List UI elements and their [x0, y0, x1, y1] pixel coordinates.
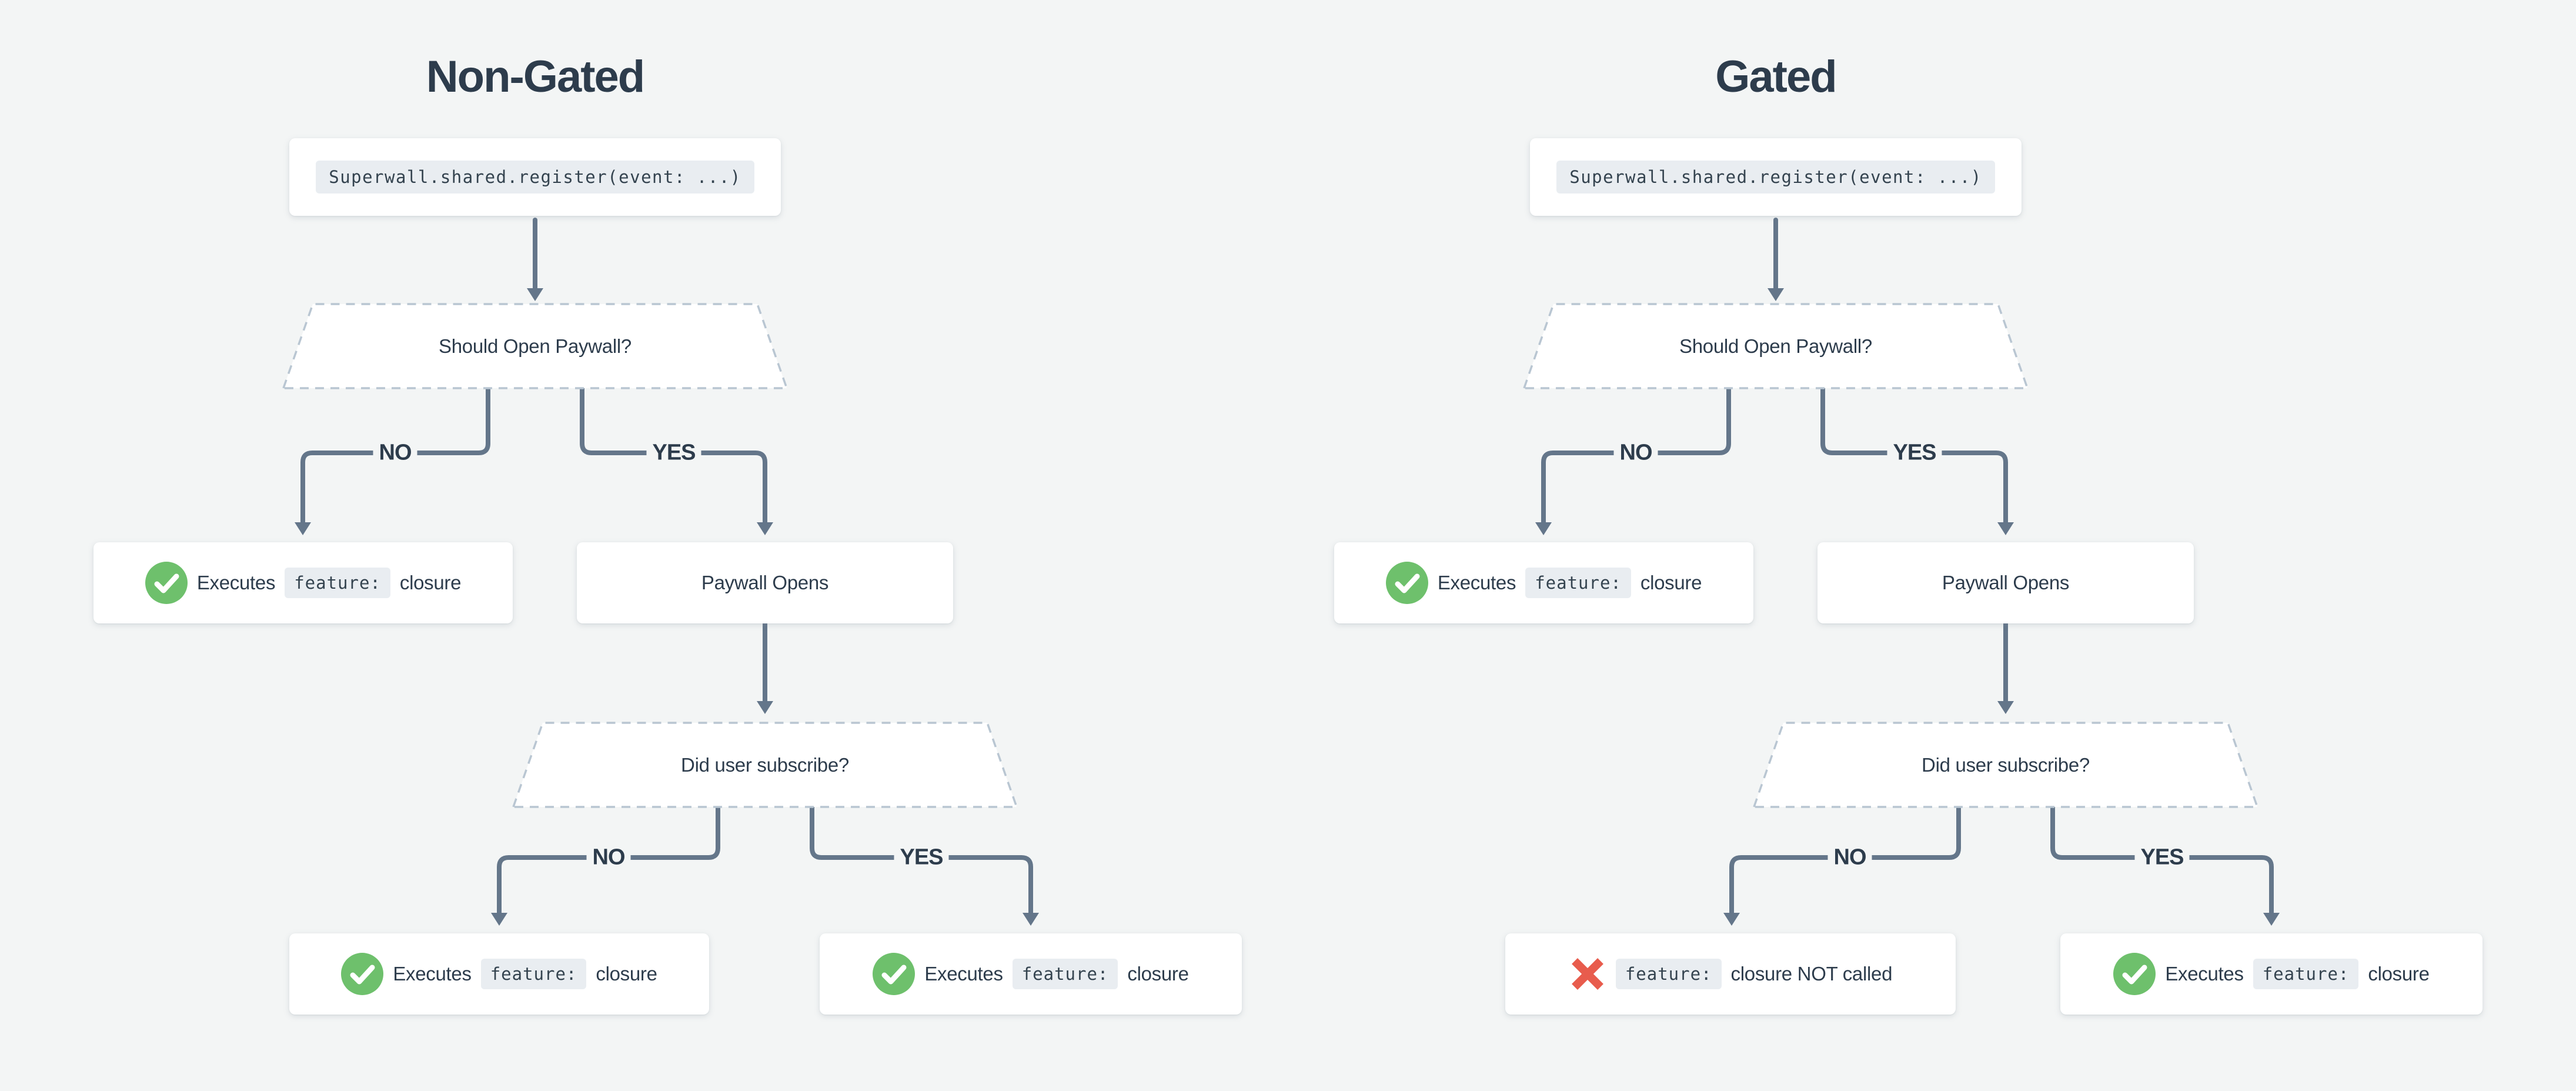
node-text-prefix: Executes — [924, 963, 1003, 985]
node-register-event: Superwall.shared.register(event: ...) — [289, 138, 781, 216]
diagram-title-gated: Gated — [1715, 52, 1837, 102]
diagram-title-non-gated: Non-Gated — [426, 52, 645, 102]
feature-code-chip: feature: — [480, 959, 587, 989]
register-code-snippet: Superwall.shared.register(event: ...) — [316, 161, 754, 193]
arrowhead-icon — [1997, 522, 2014, 535]
node-paywall-opens: Paywall Opens — [577, 542, 953, 623]
node-executes-feature-closure: Executes feature: closure — [93, 542, 513, 623]
arrowhead-icon — [1723, 913, 1740, 926]
edge-label-no: NO — [1827, 843, 1872, 872]
arrowhead-icon — [1535, 522, 1552, 535]
node-executes-feature-closure: Executes feature: closure — [820, 933, 1242, 1015]
feature-code-chip: feature: — [1525, 568, 1631, 598]
node-text-suffix: closure — [1127, 963, 1189, 985]
node-text-suffix: closure NOT called — [1730, 963, 1893, 985]
node-text-suffix: closure — [399, 572, 462, 593]
check-circle-icon — [873, 953, 916, 995]
node-text-suffix: closure — [2368, 963, 2430, 985]
node-feature-closure-not-called: feature: closure NOT called — [1505, 933, 1956, 1015]
arrowhead-icon — [2263, 913, 2280, 926]
node-text-prefix: Executes — [196, 572, 276, 593]
decision-trapezoid — [282, 303, 788, 389]
check-circle-icon — [341, 953, 384, 995]
decision-trapezoid — [512, 722, 1018, 808]
node-executes-feature-closure: Executes feature: closure — [2060, 933, 2483, 1015]
node-executes-feature-closure: Executes feature: closure — [1334, 542, 1753, 623]
arrowhead-icon — [1023, 913, 1039, 926]
node-text-prefix: Executes — [1437, 572, 1516, 593]
arrowhead-icon — [295, 522, 311, 535]
decision-trapezoid — [1752, 722, 2259, 808]
edge-label-yes: YES — [646, 439, 701, 467]
check-circle-icon — [145, 562, 188, 604]
edge-label-no: NO — [1613, 439, 1658, 467]
feature-code-chip: feature: — [1012, 959, 1118, 989]
cross-icon — [1571, 958, 1603, 990]
arrowhead-icon — [491, 913, 507, 926]
arrowhead-icon — [527, 288, 543, 301]
arrowhead-icon — [1768, 288, 1784, 301]
node-text: Paywall Opens — [701, 572, 829, 593]
arrowhead-icon — [757, 522, 773, 535]
node-paywall-opens: Paywall Opens — [1817, 542, 2194, 623]
node-text-prefix: Executes — [393, 963, 472, 985]
node-text: Paywall Opens — [1942, 572, 2070, 593]
node-executes-feature-closure: Executes feature: closure — [289, 933, 709, 1015]
edge-label-yes: YES — [2134, 843, 2190, 872]
node-text-prefix: Executes — [2165, 963, 2244, 985]
feature-code-chip: feature: — [2253, 959, 2359, 989]
arrowhead-icon — [757, 701, 773, 714]
node-text-suffix: closure — [1640, 572, 1702, 593]
check-circle-icon — [1385, 562, 1428, 604]
arrowhead-icon — [1997, 701, 2014, 714]
feature-code-chip: feature: — [285, 568, 390, 598]
edge-label-yes: YES — [1887, 439, 1942, 467]
edge-label-yes: YES — [894, 843, 949, 872]
decision-trapezoid — [1522, 303, 2029, 389]
edge-label-no: NO — [373, 439, 417, 467]
node-register-event: Superwall.shared.register(event: ...) — [1530, 138, 2022, 216]
node-text-suffix: closure — [596, 963, 657, 985]
register-code-snippet: Superwall.shared.register(event: ...) — [1556, 161, 1995, 193]
edge-label-no: NO — [586, 843, 631, 872]
feature-code-chip: feature: — [1615, 959, 1722, 989]
check-circle-icon — [2113, 953, 2156, 995]
